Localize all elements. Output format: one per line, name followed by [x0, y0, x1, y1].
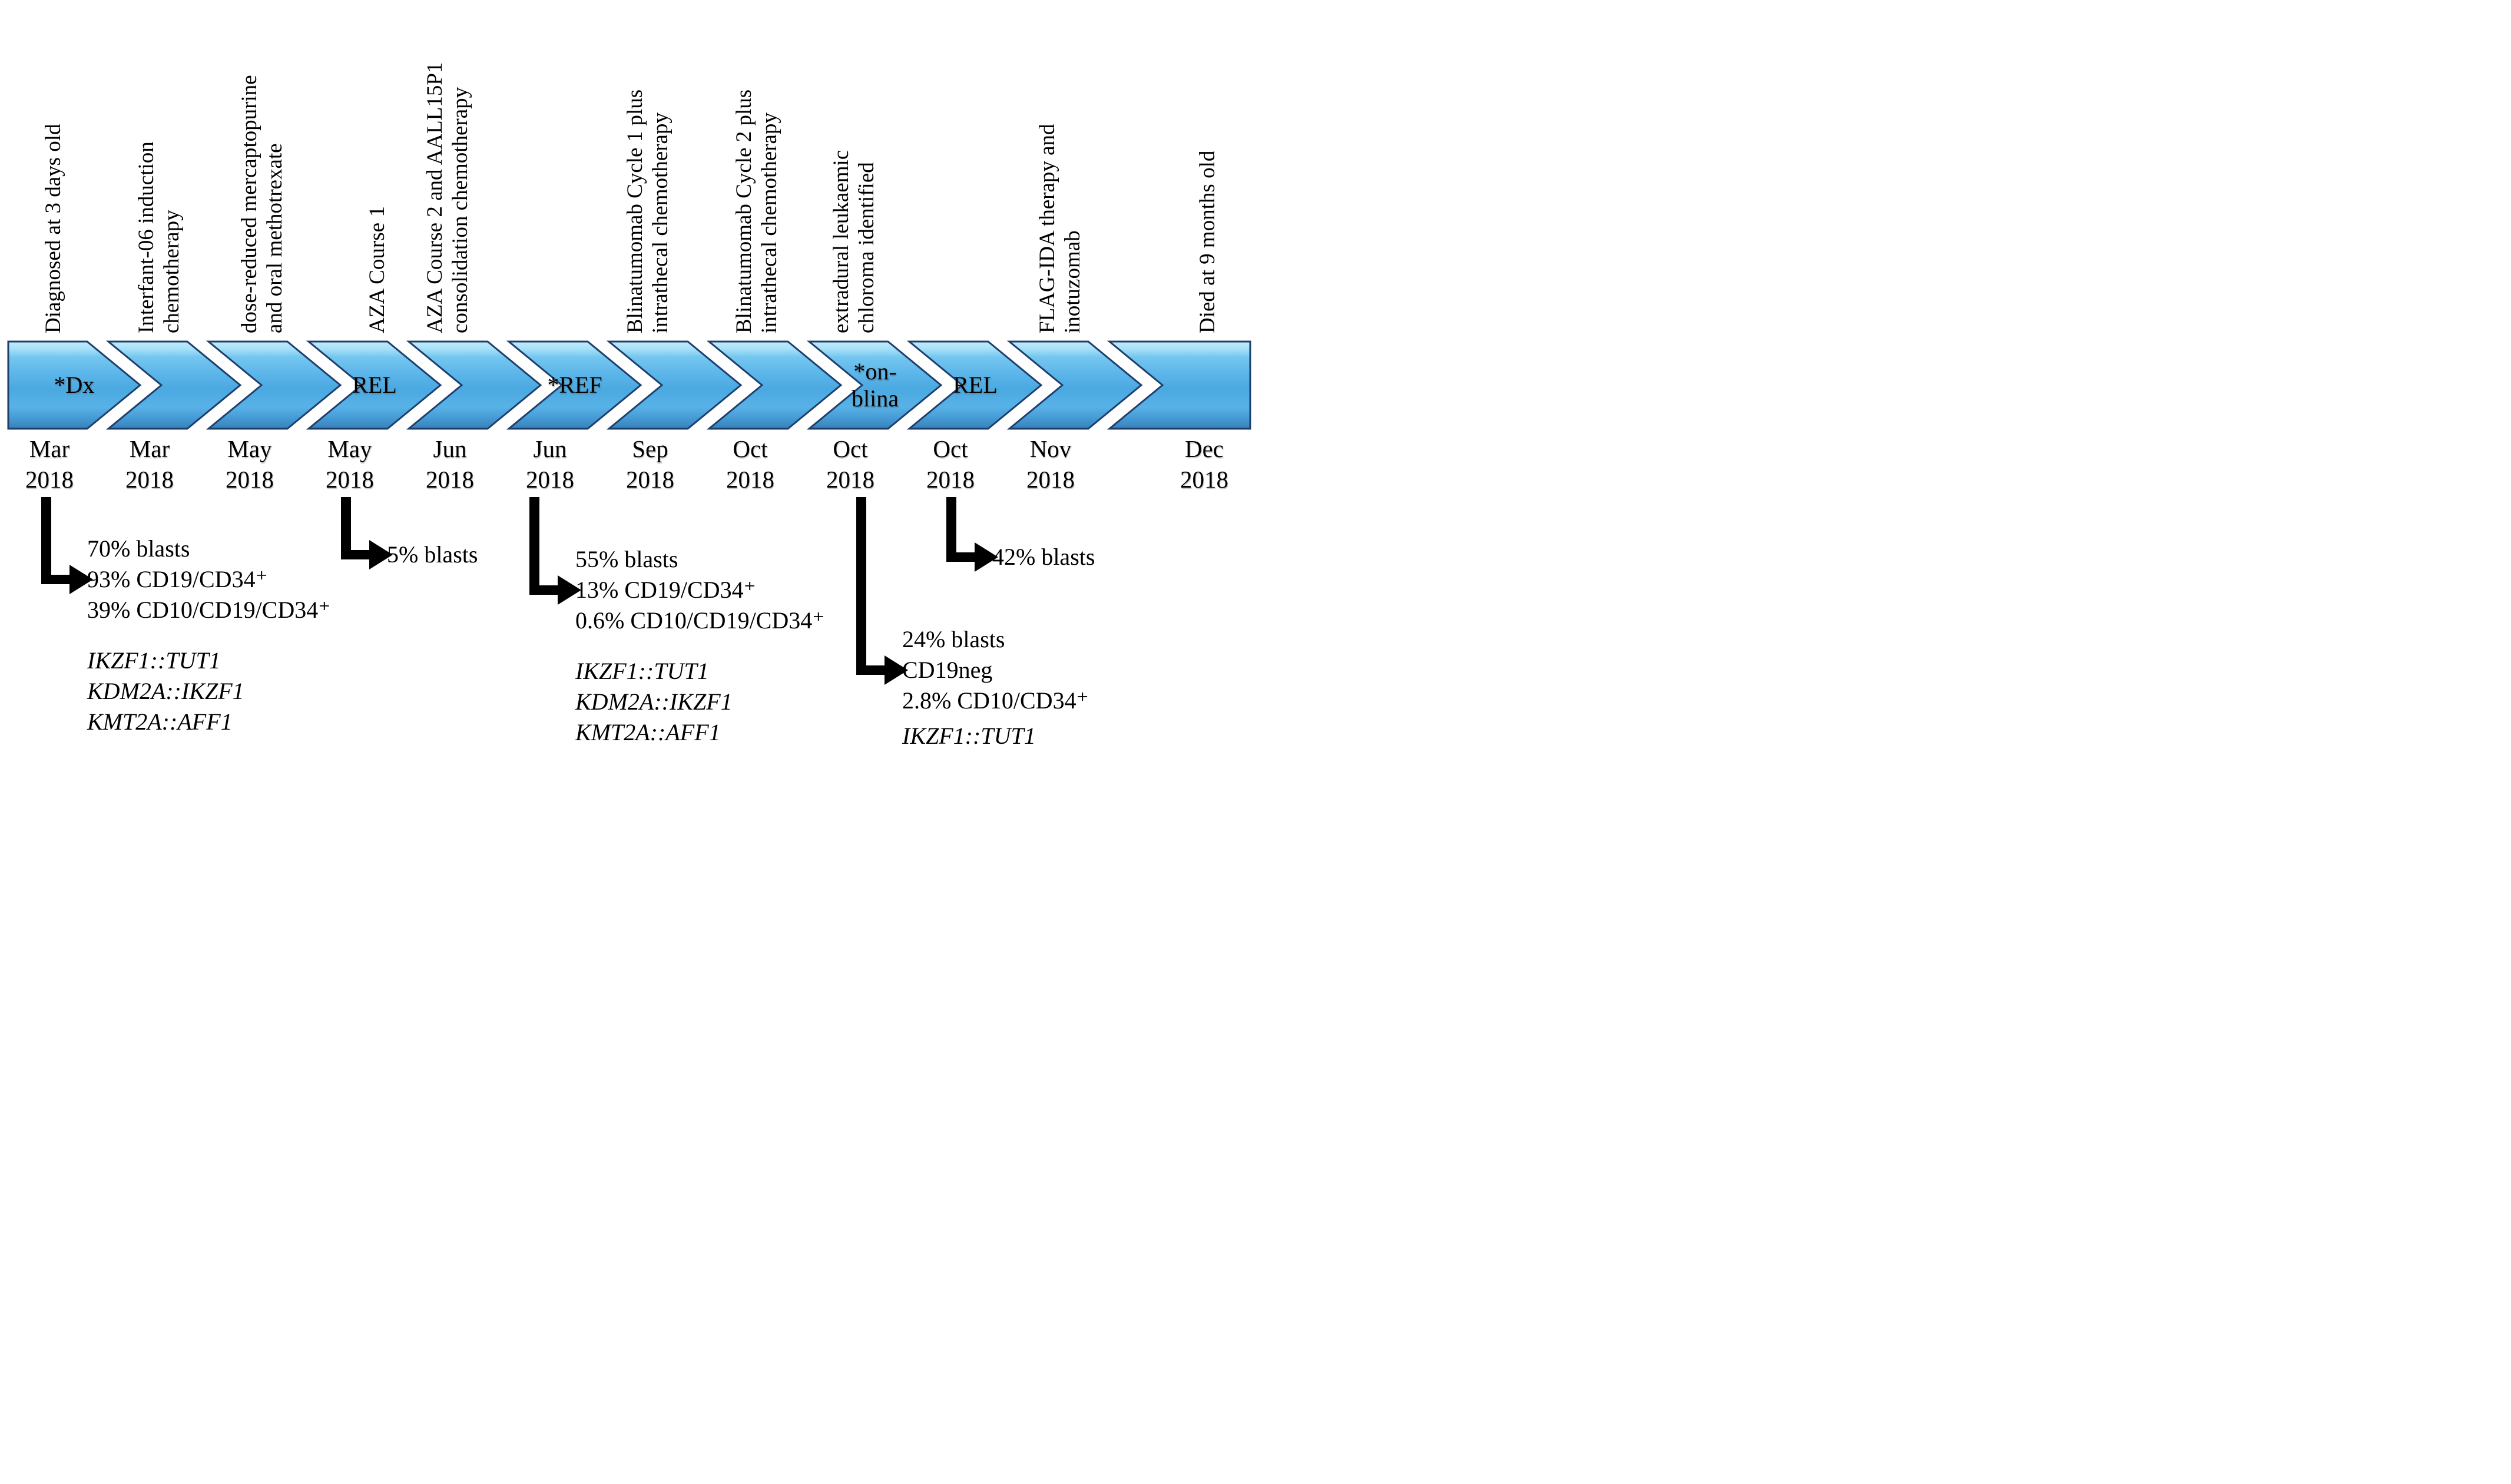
date-month-1: Mar — [129, 435, 170, 462]
event-label-6: Blinatumomab Cycle 1 plus intrathecal ch… — [623, 89, 673, 333]
date-2: May 2018 — [194, 433, 306, 495]
date-month-0: Mar — [29, 435, 70, 462]
event-label-4: AZA Course 2 and AALL15P1 consolidation … — [423, 62, 472, 333]
chevron-shape-4 — [406, 340, 542, 430]
chevron-label-0: *Dx — [54, 372, 95, 398]
date-month-11: Dec — [1184, 435, 1224, 462]
date-month-9: Oct — [933, 435, 968, 462]
chevron-shape-9 — [906, 340, 1043, 430]
date-year-6: 2018 — [626, 466, 674, 493]
event-label-11: Died at 9 months old — [1195, 150, 1220, 333]
date-year-3: 2018 — [326, 466, 374, 493]
date-8: Oct 2018 — [794, 433, 906, 495]
chevron-shape-6 — [606, 340, 743, 430]
date-year-8: 2018 — [826, 466, 874, 493]
annotation-text-2: 55% blasts 13% CD19/CD34⁺ 0.6% CD10/CD19/C… — [575, 544, 964, 748]
elbow-down-right-arrow-icon — [946, 497, 998, 572]
date-year-9: 2018 — [926, 466, 975, 493]
date-month-7: Oct — [733, 435, 768, 462]
elbow-down-right-arrow-icon — [41, 497, 93, 594]
chevron-shape-11 — [1107, 340, 1251, 430]
annotation-text-1: 5% blasts — [387, 539, 776, 570]
chevron-shape-10 — [1006, 340, 1143, 430]
date-year-2: 2018 — [226, 466, 274, 493]
chevron-label-8: *on- blina — [852, 358, 899, 412]
date-0: Mar 2018 — [0, 433, 105, 495]
date-7: Oct 2018 — [694, 433, 806, 495]
annotation-line: 70% blasts — [87, 535, 190, 562]
chevron-label-3: REL — [352, 372, 397, 398]
date-year-1: 2018 — [125, 466, 174, 493]
chevron-label-9: REL — [953, 372, 998, 398]
annotation-line: 42% blasts — [992, 544, 1095, 570]
gene-fusion-list-3: IKZF1::TUT1 — [902, 721, 1256, 748]
gene-fusion-line: IKZF1::TUT1 — [575, 658, 709, 684]
date-5: Jun 2018 — [494, 433, 606, 495]
date-month-10: Nov — [1029, 435, 1072, 462]
date-year-0: 2018 — [25, 466, 74, 493]
date-year-4: 2018 — [426, 466, 474, 493]
event-label-2: dose-reduced mercaptopurine and oral met… — [237, 75, 287, 333]
annotation-text-0: 70% blasts 93% CD19/CD34⁺ 39% CD10/CD19/CD… — [87, 534, 476, 737]
gene-fusion-line: KDM2A::IKZF1 — [87, 678, 244, 704]
date-year-7: 2018 — [726, 466, 774, 493]
annotation-line: CD19neg — [902, 657, 993, 683]
elbow-down-right-arrow-icon — [529, 497, 581, 605]
event-label-0: Diagnosed at 3 days old — [41, 124, 65, 333]
chevron-shape-3 — [306, 340, 442, 430]
chevron-shape-8 — [806, 340, 943, 430]
date-month-2: May — [227, 435, 272, 462]
date-year-10: 2018 — [1026, 466, 1075, 493]
date-month-8: Oct — [833, 435, 868, 462]
chevron-shape-1 — [105, 340, 242, 430]
event-label-7: Blinatumomab Cycle 2 plus intrathecal ch… — [732, 89, 781, 333]
event-label-10: FLAG-IDA therapy and inotuzomab — [1035, 124, 1085, 333]
annotation-line: 13% CD19/CD34⁺ — [575, 577, 756, 603]
event-label-1: Interfant-06 induction chemotherapy — [134, 141, 184, 333]
date-10: Nov 2018 — [995, 433, 1107, 495]
annotation-line: 0.6% CD10/CD19/CD34⁺ — [575, 607, 825, 634]
annotation-line: 24% blasts — [902, 626, 1005, 652]
chevron-shape-0 — [7, 340, 142, 430]
chevron-label-5: *REF — [547, 372, 602, 398]
event-label-8: extradural leukaemic chloroma identified — [829, 150, 879, 333]
date-11: Dec 2018 — [1148, 433, 1256, 495]
event-label-3: AZA Course 1 — [365, 206, 389, 333]
date-year-5: 2018 — [526, 466, 574, 493]
elbow-down-right-arrow-icon — [341, 497, 393, 569]
elbow-down-right-arrow-icon — [856, 497, 908, 685]
annotation-line: 5% blasts — [387, 541, 478, 568]
date-year-11: 2018 — [1180, 466, 1228, 493]
chevron-band — [7, 340, 1251, 430]
chevron-shape-2 — [206, 340, 342, 430]
gene-fusion-line: IKZF1::TUT1 — [87, 647, 221, 674]
date-1: Mar 2018 — [94, 433, 206, 495]
gene-fusion-line: KMT2A::AFF1 — [575, 719, 721, 746]
date-month-5: Jun — [533, 435, 567, 462]
annotation-line: 55% blasts — [575, 546, 678, 572]
gene-fusion-line: KDM2A::IKZF1 — [575, 688, 733, 715]
annotation-line: 93% CD19/CD34⁺ — [87, 566, 268, 592]
gene-fusion-line: KMT2A::AFF1 — [87, 708, 233, 735]
gene-fusion-line: IKZF1::TUT1 — [902, 723, 1036, 748]
annotation-text-4: 42% blasts — [992, 542, 1256, 572]
date-month-4: Jun — [433, 435, 467, 462]
chevron-shape-5 — [506, 340, 642, 430]
date-9: Oct 2018 — [895, 433, 1006, 495]
chevron-shape-7 — [706, 340, 843, 430]
date-month-6: Sep — [632, 435, 668, 462]
date-6: Sep 2018 — [594, 433, 706, 495]
date-month-3: May — [327, 435, 372, 462]
annotation-line: 39% CD10/CD19/CD34⁺ — [87, 597, 331, 623]
annotation-line: 2.8% CD10/CD34⁺ — [902, 687, 1089, 714]
date-3: May 2018 — [294, 433, 406, 495]
date-4: Jun 2018 — [394, 433, 506, 495]
